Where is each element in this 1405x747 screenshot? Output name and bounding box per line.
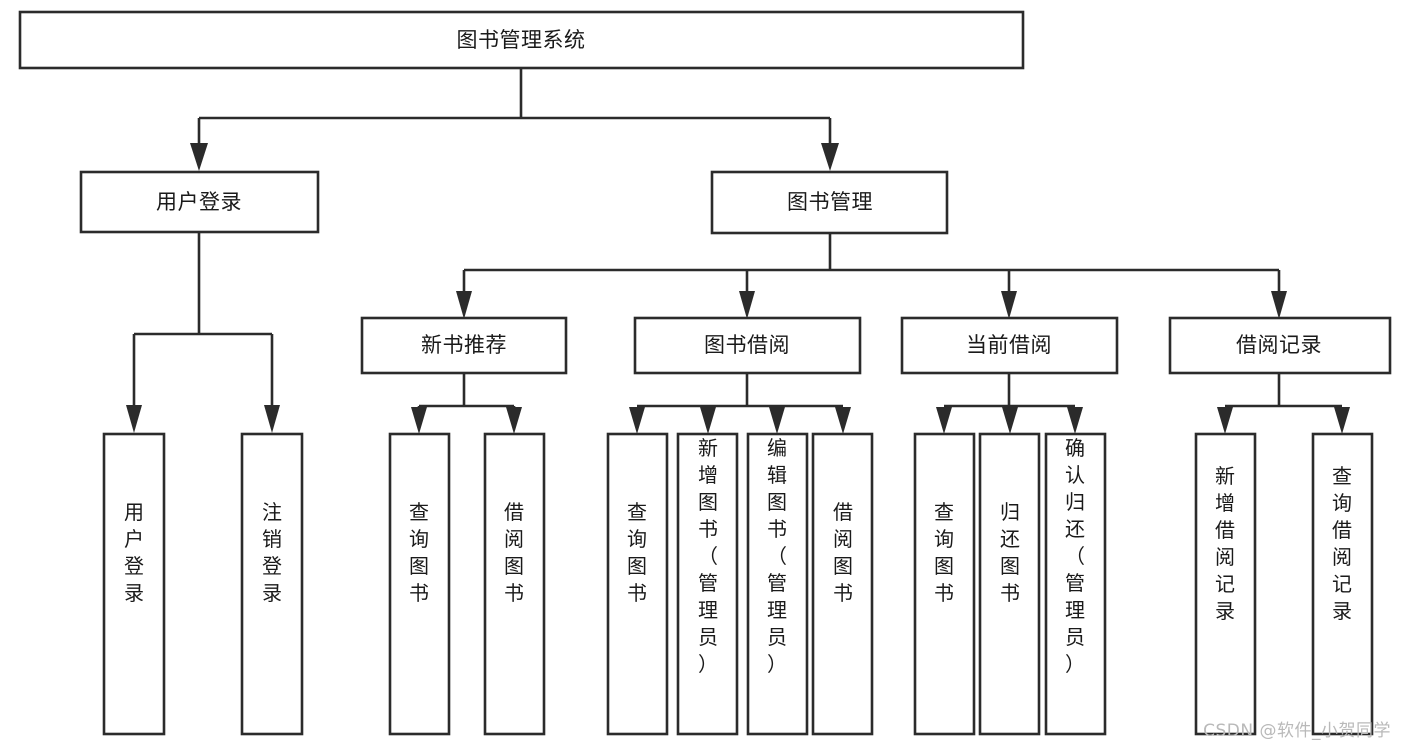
leaf-current-borrow-1-label: 查询图书 xyxy=(934,500,954,605)
leaf-book-borrow-4[interactable]: 借阅图书 xyxy=(811,432,874,736)
node-root-box[interactable] xyxy=(18,10,1025,70)
connector-layer xyxy=(126,68,1350,434)
node-user-login[interactable]: 用户登录 xyxy=(79,170,320,234)
leaf-current-borrow-3-box[interactable] xyxy=(1044,432,1107,736)
leaf-new-book-1-box[interactable] xyxy=(388,432,451,736)
leaf-borrow-record-1-label: 新增借阅记录 xyxy=(1215,464,1235,623)
arrow-newbook-leaf-1 xyxy=(411,407,427,434)
arrow-currentborrow-leaf-1 xyxy=(936,407,952,434)
leaf-book-borrow-2-label: 新增图书（管理员） xyxy=(698,436,718,676)
arrow-bookborrow-leaf-1 xyxy=(629,407,645,434)
leaf-current-borrow-1[interactable]: 查询图书 xyxy=(913,432,976,736)
node-root[interactable]: 图书管理系统 xyxy=(18,10,1025,70)
leaf-borrow-record-1-box[interactable] xyxy=(1194,432,1257,736)
node-current-borrow-box[interactable] xyxy=(900,316,1119,375)
arrow-currentborrow-leaf-2 xyxy=(1002,407,1018,434)
leaf-book-borrow-4-label: 借阅图书 xyxy=(833,500,853,605)
node-new-book-recommend-label: 新书推荐 xyxy=(421,333,507,357)
leaf-book-borrow-3[interactable]: 编辑图书（管理员） xyxy=(746,432,809,736)
leaf-new-book-2[interactable]: 借阅图书 xyxy=(483,432,546,736)
arrow-to-book-manage xyxy=(821,143,839,171)
node-borrow-record-box[interactable] xyxy=(1168,316,1392,375)
leaf-book-borrow-1-label: 查询图书 xyxy=(627,500,647,605)
node-current-borrow[interactable]: 当前借阅 xyxy=(900,316,1119,375)
leaf-user-login-2[interactable]: 注销登录 xyxy=(240,432,304,736)
node-root-label: 图书管理系统 xyxy=(457,28,586,52)
arrow-to-current-borrow xyxy=(1001,291,1017,319)
leaf-borrow-record-2-label: 查询借阅记录 xyxy=(1332,464,1352,623)
leaf-book-borrow-1[interactable]: 查询图书 xyxy=(606,432,669,736)
leaf-borrow-record-2-box[interactable] xyxy=(1311,432,1374,736)
leaf-user-login-2-label: 注销登录 xyxy=(262,500,282,605)
node-book-manage-label: 图书管理 xyxy=(787,190,873,214)
arrow-to-new-book-recommend xyxy=(456,291,472,319)
arrow-userlogin-leaf-1 xyxy=(126,405,142,433)
leaf-current-borrow-1-box[interactable] xyxy=(913,432,976,736)
arrow-newbook-leaf-2 xyxy=(506,407,522,434)
node-user-login-box[interactable] xyxy=(79,170,320,234)
leaf-user-login-1-label: 用户登录 xyxy=(124,500,144,605)
node-book-manage[interactable]: 图书管理 xyxy=(710,170,949,235)
node-current-borrow-label: 当前借阅 xyxy=(966,333,1052,357)
leaf-current-borrow-2-label: 归还图书 xyxy=(1000,500,1020,605)
node-book-manage-box[interactable] xyxy=(710,170,949,235)
arrow-bookborrow-leaf-3 xyxy=(769,407,785,434)
leaf-new-book-1[interactable]: 查询图书 xyxy=(388,432,451,736)
node-book-borrow[interactable]: 图书借阅 xyxy=(633,316,862,375)
leaf-book-borrow-2[interactable]: 新增图书（管理员） xyxy=(676,432,739,736)
arrow-borrowrecord-leaf-2 xyxy=(1334,407,1350,434)
leaf-borrow-record-2[interactable]: 查询借阅记录 xyxy=(1311,432,1374,736)
arrow-to-borrow-record xyxy=(1271,291,1287,319)
leaf-current-borrow-2[interactable]: 归还图书 xyxy=(978,432,1041,736)
arrow-borrowrecord-leaf-1 xyxy=(1217,407,1233,434)
node-borrow-record[interactable]: 借阅记录 xyxy=(1168,316,1392,375)
leaf-current-borrow-3[interactable]: 确认归还（管理员） xyxy=(1044,432,1107,736)
leaf-book-borrow-4-box[interactable] xyxy=(811,432,874,736)
arrow-to-user-login xyxy=(190,143,208,171)
leaf-borrow-record-1[interactable]: 新增借阅记录 xyxy=(1194,432,1257,736)
csdn-watermark: CSDN @软件_小贺同学 xyxy=(1203,721,1391,741)
leaf-new-book-1-label: 查询图书 xyxy=(409,500,429,605)
node-new-book-recommend-box[interactable] xyxy=(360,316,568,375)
arrow-userlogin-leaf-2 xyxy=(264,405,280,433)
leaf-book-borrow-3-label: 编辑图书（管理员） xyxy=(767,436,787,676)
leaf-user-login-1-box[interactable] xyxy=(102,432,166,736)
arrow-to-book-borrow xyxy=(739,291,755,319)
arrow-bookborrow-leaf-2 xyxy=(700,407,716,434)
leaf-book-borrow-2-box[interactable] xyxy=(676,432,739,736)
node-book-borrow-box[interactable] xyxy=(633,316,862,375)
leaf-user-login-2-box[interactable] xyxy=(240,432,304,736)
leaf-current-borrow-3-label: 确认归还（管理员） xyxy=(1065,436,1085,676)
leaf-current-borrow-2-box[interactable] xyxy=(978,432,1041,736)
arrow-bookborrow-leaf-4 xyxy=(835,407,851,434)
node-new-book-recommend[interactable]: 新书推荐 xyxy=(360,316,568,375)
leaf-book-borrow-1-box[interactable] xyxy=(606,432,669,736)
arrow-currentborrow-leaf-3 xyxy=(1067,407,1083,434)
leaf-user-login-1[interactable]: 用户登录 xyxy=(102,432,166,736)
node-book-borrow-label: 图书借阅 xyxy=(704,333,790,357)
leaf-new-book-2-label: 借阅图书 xyxy=(504,500,524,605)
leaf-book-borrow-3-box[interactable] xyxy=(746,432,809,736)
node-user-login-label: 用户登录 xyxy=(156,190,242,214)
node-borrow-record-label: 借阅记录 xyxy=(1236,333,1322,357)
leaf-new-book-2-box[interactable] xyxy=(483,432,546,736)
